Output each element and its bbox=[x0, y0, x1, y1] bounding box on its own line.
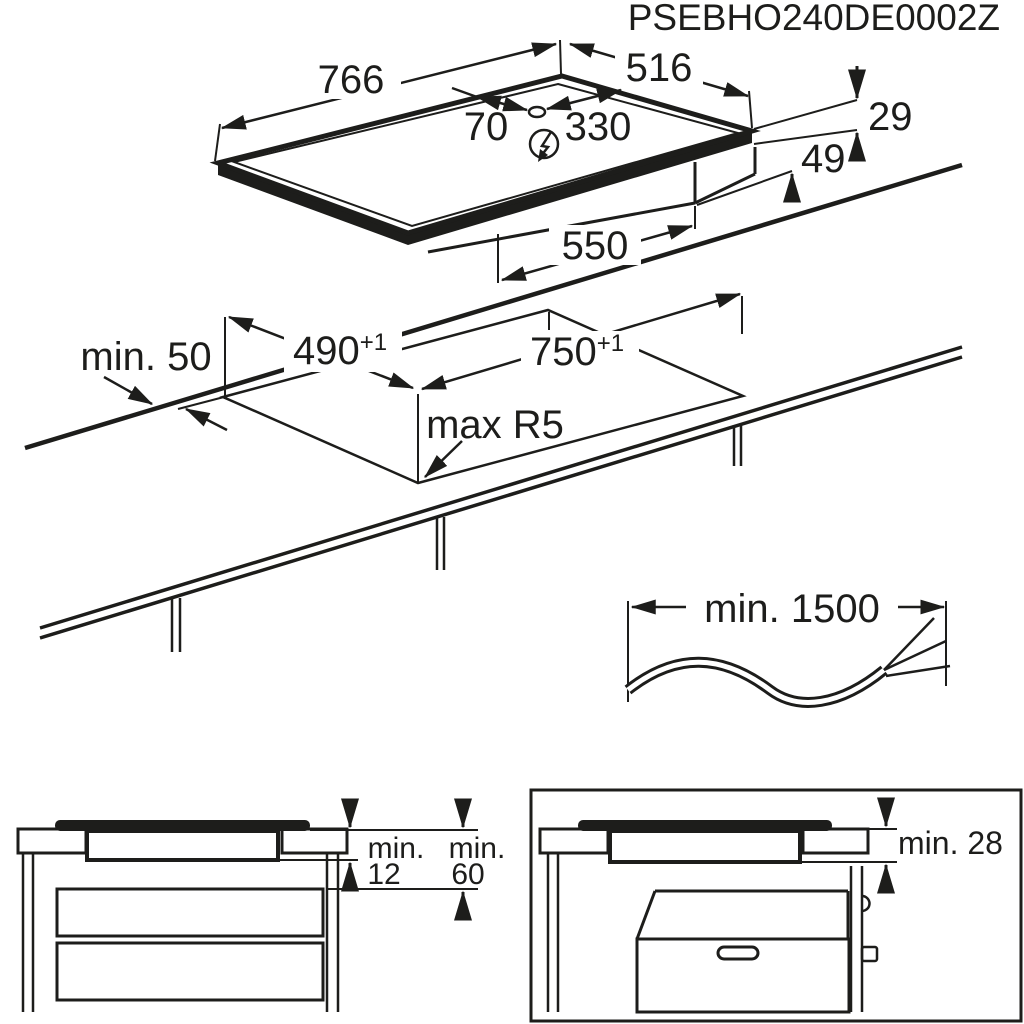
worktop-right-section bbox=[280, 827, 349, 855]
cable-length-label: min. 1500 bbox=[704, 587, 880, 631]
hob-glass-section bbox=[55, 820, 310, 831]
mains-cable-diagram: min. 1500 bbox=[624, 586, 951, 708]
oven-clearance-diagram: min. 28 bbox=[529, 788, 1023, 1023]
rear-clearance-arrow-outer bbox=[103, 375, 154, 406]
dim-550-label: 550 bbox=[562, 224, 629, 268]
drawer-lower bbox=[55, 941, 325, 1002]
cable-core bbox=[626, 659, 886, 705]
oven-knob bbox=[861, 894, 871, 913]
dim-28-label: min. 28 bbox=[898, 825, 1003, 861]
dim-49-label: 49 bbox=[801, 137, 846, 181]
oven-latch bbox=[860, 945, 879, 963]
dim-12-min-label: min. bbox=[368, 832, 425, 865]
cutout-depth-label-bg bbox=[284, 330, 402, 372]
dim-60-min-label: min. bbox=[449, 832, 506, 865]
dim-766-label: 766 bbox=[318, 58, 385, 102]
glass-thickness-band bbox=[218, 131, 752, 245]
dim-550-label-bg bbox=[549, 225, 641, 265]
oven-handle bbox=[716, 945, 760, 961]
cutout-width-label: 750+1 bbox=[530, 330, 624, 374]
product-code-title: PSEBHO240DE0002Z bbox=[628, 0, 1000, 38]
dim-330-line bbox=[545, 88, 623, 111]
rear-clearance-label: min. 50 bbox=[80, 335, 211, 379]
worktop-front-edge-top bbox=[39, 345, 963, 630]
cabinet-side-walls bbox=[21, 853, 340, 1012]
worktop-left-section bbox=[538, 827, 610, 855]
cutout-back-edge-extension bbox=[177, 396, 225, 410]
dim-70-label: 70 bbox=[464, 105, 509, 149]
glass-inner-frame-line bbox=[230, 82, 742, 228]
corner-radius-arrow bbox=[424, 440, 463, 478]
worktop-front-edge-bottom bbox=[39, 355, 963, 640]
corner-radius-label: max R5 bbox=[426, 403, 564, 447]
dim-766-label-bg bbox=[301, 59, 401, 99]
dim-766-extension bbox=[214, 123, 221, 162]
dim-60-value-label: 60 bbox=[451, 858, 484, 891]
hob-3d-diagram: 766 516 70 330 29 49 550 bbox=[209, 39, 913, 283]
drawer-upper bbox=[55, 887, 325, 938]
cutout-depth-label: 490+1 bbox=[293, 329, 387, 373]
worktop-left-section bbox=[16, 827, 88, 855]
cable-entry-icon bbox=[527, 105, 547, 119]
worktop-cutout-diagram: min. 50 490+1 750+1 max R5 bbox=[24, 162, 963, 652]
glass-top-extension bbox=[753, 99, 858, 130]
drawer-clearance-diagram: min. 12 min. 60 bbox=[16, 798, 506, 1012]
built-in-oven bbox=[635, 866, 879, 1014]
dim-70-tail bbox=[451, 86, 478, 99]
hob-glass-section bbox=[578, 820, 832, 831]
dim-29-label: 29 bbox=[868, 95, 913, 139]
dim-516-extension bbox=[748, 90, 753, 129]
rear-clearance-arrow-inner bbox=[184, 407, 228, 432]
glass-top-surface bbox=[209, 73, 761, 236]
cabinet-wall-marks bbox=[170, 425, 743, 652]
worktop-right-section bbox=[801, 827, 870, 855]
hob-housing-section bbox=[85, 829, 280, 862]
cable-wire-ends bbox=[883, 617, 951, 678]
cabinet-side-wall bbox=[546, 853, 560, 1012]
glass-bottom-extension bbox=[753, 129, 858, 145]
dim-70-line bbox=[475, 95, 529, 112]
cable-length-label-bg bbox=[686, 586, 898, 628]
cutout-width-label-bg bbox=[521, 331, 639, 373]
diagram-border bbox=[529, 788, 1023, 1023]
dim-516-label: 516 bbox=[626, 46, 693, 90]
dim-12-value-label: 12 bbox=[367, 858, 400, 891]
dim-330-label: 330 bbox=[565, 105, 632, 149]
housing-bottom-extension bbox=[696, 170, 793, 206]
dim-516-label-bg bbox=[615, 47, 703, 87]
hob-housing-section bbox=[608, 829, 802, 864]
power-connection-icon bbox=[528, 128, 560, 162]
top-corner-extension bbox=[559, 39, 562, 75]
